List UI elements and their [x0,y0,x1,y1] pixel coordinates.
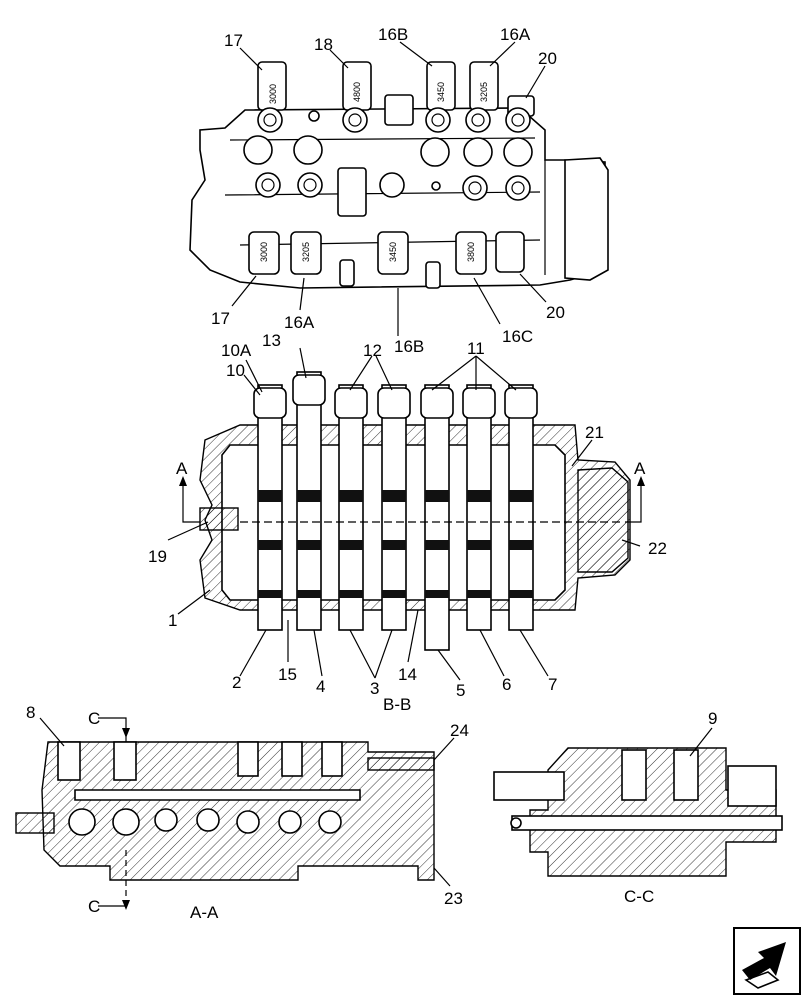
callout-12: 12 [363,341,382,360]
callout-11: 11 [467,339,485,358]
callout-16a-bottom: 16A [284,313,315,332]
callout-17-bottom: 17 [211,309,230,328]
section-cc-view [493,747,783,877]
callout-7: 7 [548,675,557,694]
aa-bores [68,808,342,836]
stamp-bottom-3: 3450 [388,242,398,262]
stamp-top-2: 4800 [352,82,362,102]
valve-top-view [189,61,609,289]
callout-10: 10 [226,361,245,380]
section-title-bb: B-B [383,695,411,714]
section-aa-view [15,717,435,910]
section-title-aa: A-A [190,903,219,922]
callout-20-bottom: 20 [546,303,565,322]
stamp-top-3: 3450 [436,82,446,102]
section-c-bottom: C [88,897,100,916]
top-relief-valves [257,61,535,126]
callout-8: 8 [26,703,35,722]
callout-5: 5 [456,681,465,700]
back-arrow-icon[interactable] [733,927,801,995]
ports [243,107,533,217]
section-c-top: C [88,709,100,728]
callout-14: 14 [398,665,417,684]
aa-plugs [57,741,343,781]
callout-2: 2 [232,673,241,692]
callout-16a-top: 16A [500,25,531,44]
callout-4: 4 [316,677,325,696]
callout-15: 15 [278,665,297,684]
middle-leaders [167,347,641,681]
callout-16b-top: 16B [378,25,408,44]
relief-stamps: 3000 4800 3450 3205 3000 3205 3450 3800 [259,82,489,262]
top-leaders [231,41,547,336]
callout-10a: 10A [221,341,252,360]
callout-9: 9 [708,709,717,728]
stamp-top-4: 3205 [479,82,489,102]
callout-3: 3 [370,679,379,698]
callout-22: 22 [648,539,667,558]
callout-24: 24 [450,721,469,740]
callout-20-top: 20 [538,49,557,68]
callout-16b-bottom: 16B [394,337,424,356]
callout-19: 19 [148,547,167,566]
section-title-cc: C-C [624,887,654,906]
callout-17-top: 17 [224,31,243,50]
callout-21: 21 [585,423,604,442]
callout-16c: 16C [502,327,533,346]
section-bb-view [179,371,645,651]
stamp-bottom-2: 3205 [301,242,311,262]
section-titles: B-B A-A C-C [190,695,654,922]
callout-labels: 17 18 16B 16A 20 17 16A 16B 16C 20 10A 1… [26,25,717,916]
callout-23: 23 [444,889,463,908]
callout-18: 18 [314,35,333,54]
callout-6: 6 [502,675,511,694]
stamp-bottom-1: 3000 [259,242,269,262]
callout-13: 13 [262,331,281,350]
callout-1: 1 [168,611,177,630]
section-a-right: A [634,459,646,478]
spool-lands [258,490,533,598]
bottom-relief-valves [248,231,525,289]
section-a-left: A [176,459,188,478]
stamp-top-1: 3000 [268,84,278,104]
stamp-bottom-4: 3800 [466,242,476,262]
spool-caps [253,374,538,419]
bottom-leaders [39,717,713,887]
